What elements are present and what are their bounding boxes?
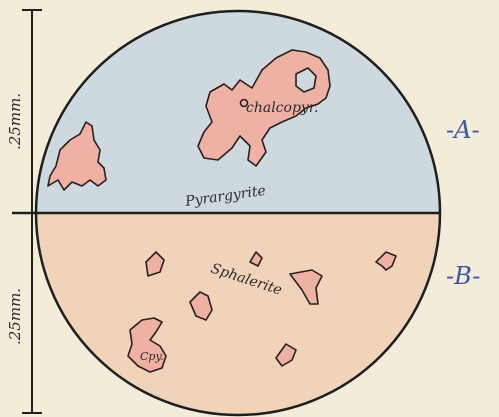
- section-label-b: -B-: [446, 262, 480, 290]
- label-chalcopyrite: chalcopyr.: [246, 100, 318, 116]
- scale-label-upper: .25mm.: [6, 93, 24, 150]
- label-cpy: Cpy.: [140, 350, 164, 363]
- scale-label-lower: .25mm.: [6, 288, 24, 345]
- section-label-a: -A-: [446, 116, 480, 144]
